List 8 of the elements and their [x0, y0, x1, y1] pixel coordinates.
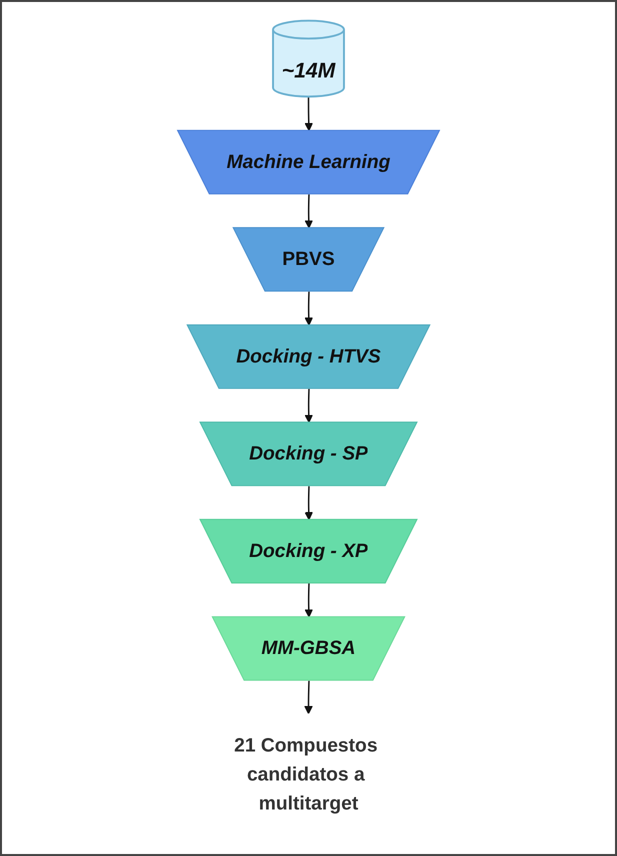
arrow [304, 486, 313, 520]
arrow [304, 388, 313, 423]
arrow [304, 96, 313, 132]
arrow [304, 292, 313, 326]
arrow [304, 194, 313, 228]
node-text: 21 Compuestos candidatos a multitarget [234, 735, 378, 814]
arrow [304, 583, 313, 618]
arrow [304, 680, 313, 714]
